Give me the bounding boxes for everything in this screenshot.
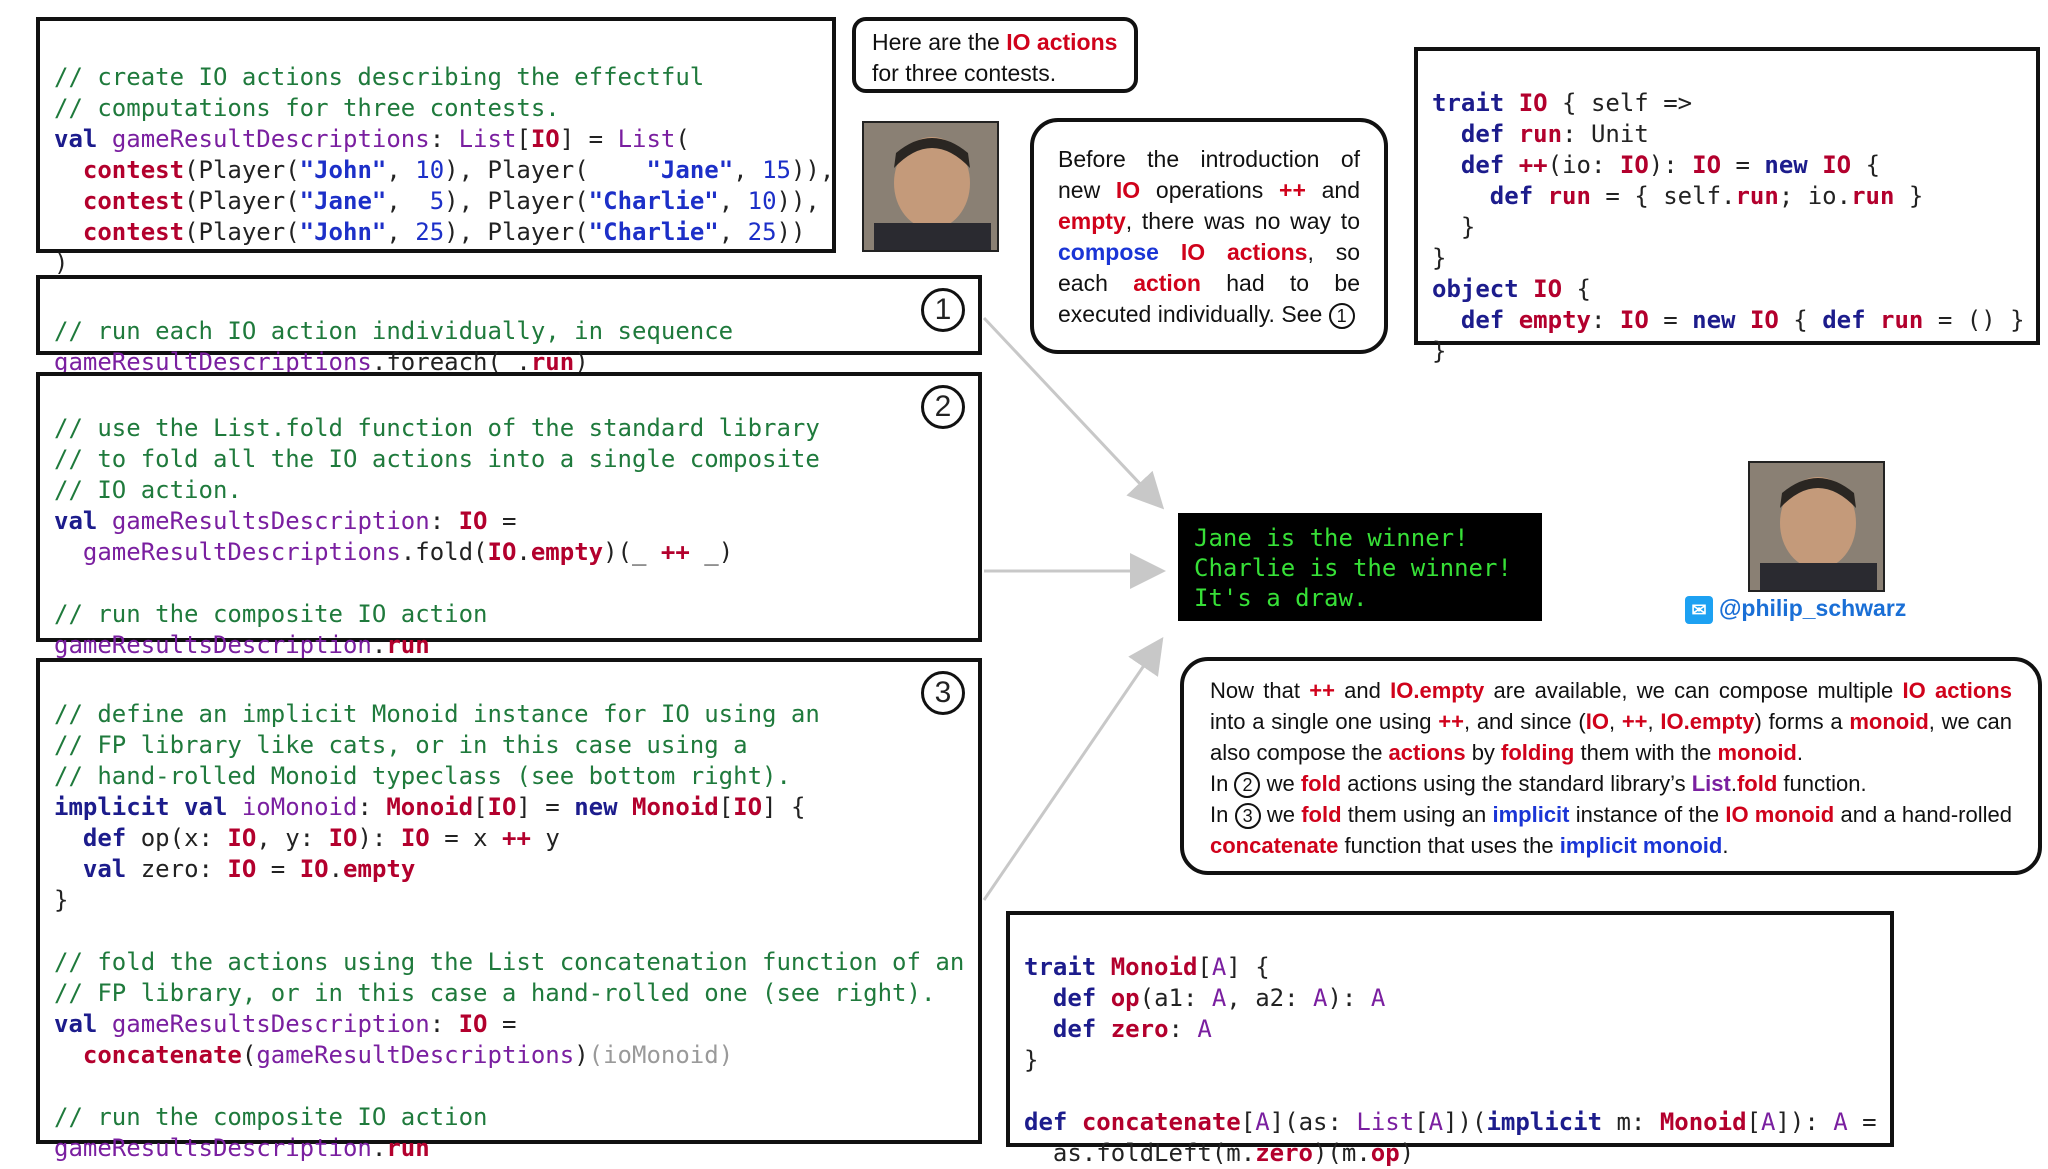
explanation-bubble-left: Before the introduction of new IO operat… — [1030, 118, 1388, 354]
step-marker-2: 2 — [921, 385, 965, 429]
speech-bubble-io-actions: Here are the IO actions for three contes… — [852, 17, 1138, 93]
trait-monoid-box: trait Monoid[A] { def op(a1: A, a2: A): … — [1006, 911, 1894, 1167]
run-individually-box: // run each IO action individually, in s… — [36, 275, 982, 376]
console-output: Jane is the winner! Charlie is the winne… — [1178, 513, 1542, 621]
fold-composite-box: // use the List.fold function of the sta… — [36, 372, 982, 659]
step-marker-3: 3 — [921, 671, 965, 715]
twitter-icon: ✉ — [1685, 595, 1713, 624]
game-results-descriptions-box: // create IO actions describing the effe… — [36, 17, 836, 277]
twitter-handle[interactable]: ✉@philip_schwarz — [1685, 595, 1906, 624]
step-marker-1: 1 — [921, 288, 965, 332]
author-photo-right — [1748, 461, 1885, 592]
explanation-bubble-right: Now that ++ and IO.empty are available, … — [1180, 657, 2042, 875]
author-photo-left — [862, 121, 999, 252]
trait-io-box: trait IO { self => def run: Unit def ++(… — [1414, 47, 2040, 365]
monoid-concatenate-box: // define an implicit Monoid instance fo… — [36, 658, 982, 1162]
